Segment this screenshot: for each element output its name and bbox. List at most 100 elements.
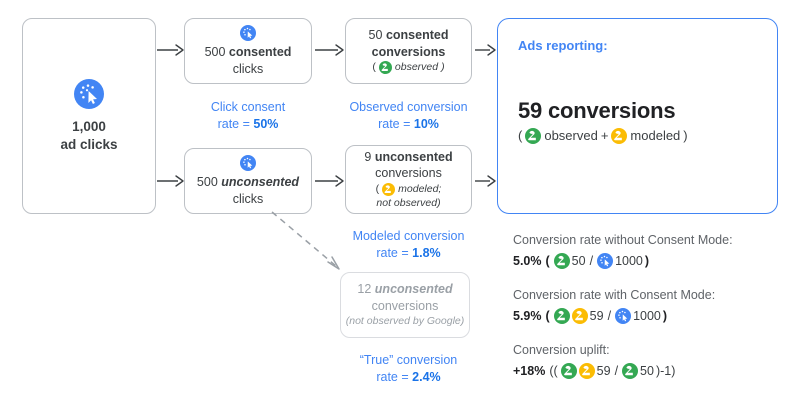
arrow-dashed-unconsented-clicks-to-true-conversions [271,211,340,270]
conversion-observed-icon [622,363,639,380]
note-text-line1: modeled; [398,182,442,195]
unconsented-conversions-count: 9 [364,149,372,164]
true-rate-line2: rate = 2.4% [337,369,480,386]
consented-conversions-note: ( observed) [372,61,445,75]
box-ad-clicks: 1,000 ad clicks [22,18,156,214]
observed-rate-line1: Observed conversion [349,100,468,114]
label-click-consent-rate: Click consent rate = 50% [184,99,312,134]
stat-formula: 5.0% ( 50 / 1000 ) [513,252,733,271]
note-close-paren: ) [441,61,445,74]
ads-reporting-detail: ( observed + modeled) [518,127,688,144]
term-text: 59 [589,308,604,323]
formula-close: )-1) [655,363,676,378]
arrow-consented-conversions-to-reporting [475,44,496,56]
conversion-modeled-icon [578,363,595,380]
true-rate-line1: “True” conversion [359,353,458,367]
detail-open-paren: ( [518,128,523,144]
arrow-unconsented-conversions-to-reporting [475,175,496,187]
conversion-modeled-icon [611,127,628,144]
click-consent-value: 50% [253,117,279,132]
plus-sign: + [600,128,609,144]
modeled-rate-line2: rate = 1.8% [337,245,480,262]
label-true-conversion-rate: “True” conversion rate = 2.4% [337,352,480,387]
stat-formula: +18% (( 59 / 50 )-1) [513,362,675,381]
true-rate-prefix: rate = [376,370,413,385]
box-consented-clicks: 500 consented clicks [184,18,312,84]
stat-formula: 5.9% ( 59 / 1000 ) [513,307,715,326]
label-observed-conversion-rate: Observed conversion rate = 10% [337,99,480,134]
term-divider: / [589,253,594,268]
arrow-clicks-to-unconsented [157,175,184,187]
box-unconsented-conversions: 9 unconsented conversions ( modeled; not… [345,145,472,214]
label-modeled-conversion-rate: Modeled conversion rate = 1.8% [337,228,480,263]
term-text: 50 [640,363,654,378]
observed-label: observed [544,128,598,144]
unconsented-clicks-label: clicks [232,191,264,206]
arrow-consented-clicks-to-conversions [315,44,344,56]
conversion-observed-icon [525,127,542,144]
arrow-unconsented-clicks-to-conversions [315,175,344,187]
unconsented-clicks-line1: 500 unconsented [197,174,299,191]
conversion-observed-icon [378,61,392,75]
observed-rate-value: 10% [413,117,439,132]
click-consent-prefix: rate = [217,117,254,132]
click-consent-line2: rate = 50% [184,116,312,133]
term-text: 50 [571,253,586,268]
ad-click-icon [240,25,256,41]
true-unconsented-note: (not observed by Google) [345,315,465,328]
unconsented-conversions-note-line1: ( modeled; [375,182,442,197]
box-ads-reporting: Ads reporting: 59 conversions ( observed… [497,18,778,214]
term-divider: / [607,308,612,323]
ad-click-icon [597,253,614,270]
stat-value: 5.0% [513,253,542,268]
box-true-unconsented-conversions: 12 unconsented conversions (not observed… [340,272,470,338]
stat-conversion-rate-with-consent-mode: Conversion rate with Consent Mode: 5.9% … [513,286,715,326]
stat-conversion-rate-without-consent-mode: Conversion rate without Consent Mode: 5.… [513,231,733,271]
consented-conversions-emphasis: consented [385,28,449,43]
unconsented-conversions-note-line2: not observed) [376,196,441,209]
stat-heading: Conversion rate without Consent Mode: [513,233,733,247]
conversion-modeled-icon [382,183,396,197]
box-consented-conversions: 50 consented conversions ( observed) [345,18,472,84]
note-text: observed [394,61,439,74]
formula-open: ( [545,253,550,268]
note-open-paren: ( [375,182,380,195]
consented-clicks-line1: 500 consented [205,44,292,61]
ad-click-icon [74,78,104,109]
unconsented-clicks-count: 500 [196,175,218,189]
box-unconsented-clicks: 500 unconsented clicks [184,148,312,214]
term-text: 1000 [633,308,661,323]
observed-rate-prefix: rate = [378,117,414,132]
formula-close: ) [662,308,668,323]
modeled-rate-prefix: rate = [376,246,413,261]
click-consent-line1: Click consent [210,100,286,114]
stat-value: 5.9% [513,308,542,323]
stat-heading: Conversion rate with Consent Mode: [513,288,716,302]
ad-click-icon [240,155,256,171]
stat-value: +18% [513,363,546,378]
unconsented-conversions-line1: 9 unconsented [364,149,452,166]
true-unconsented-emphasis: unconsented [374,282,453,297]
consented-clicks-label: clicks [232,61,264,76]
true-rate-value: 2.4% [412,370,441,385]
formula-open: ( [545,308,550,323]
conversion-observed-icon [553,308,570,325]
true-unconsented-label: conversions [371,298,439,313]
consented-clicks-count: 500 [204,45,226,59]
unconsented-conversions-label: conversions [375,166,442,181]
consented-conversions-count: 50 [368,28,383,43]
conversion-modeled-icon [571,308,588,325]
ads-reporting-title: Ads reporting: [518,38,608,53]
conversion-observed-icon [560,363,577,380]
observed-rate-line2: rate = 10% [337,116,480,133]
arrow-clicks-to-consented [157,44,184,56]
modeled-rate-value: 1.8% [412,246,441,261]
true-unconsented-line1: 12 unconsented [357,281,452,298]
conversion-observed-icon [553,253,570,270]
ad-clicks-value: 1,000 [72,118,106,134]
detail-close-paren: ) [683,128,688,144]
unconsented-clicks-emphasis: unconsented [221,175,300,189]
modeled-label: modeled [630,128,681,144]
ad-click-icon [615,308,632,325]
